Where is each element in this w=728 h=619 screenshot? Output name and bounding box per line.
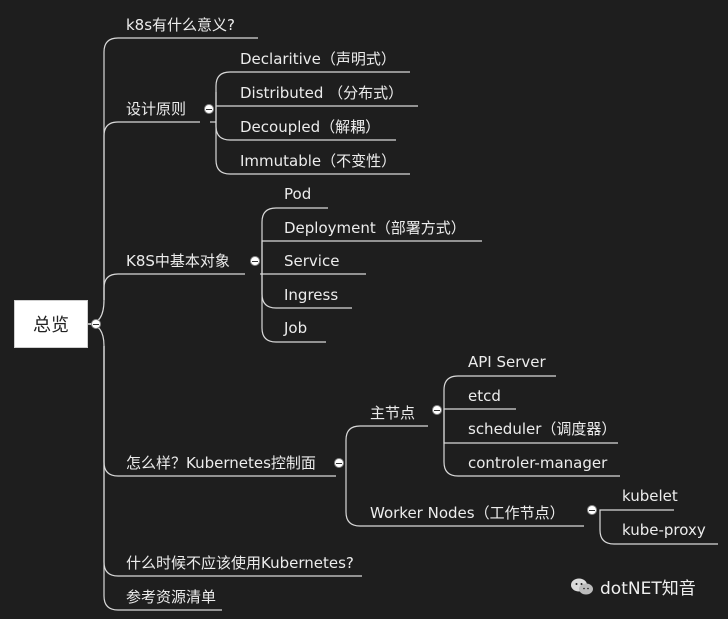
object-pod[interactable]: Pod [284,185,312,203]
worker-kube-proxy[interactable]: kube-proxy [622,521,706,539]
master-etcd[interactable]: etcd [468,387,501,405]
object-ingress[interactable]: Ingress [284,286,339,304]
worker-nodes-collapse-toggle[interactable] [587,505,597,515]
object-service[interactable]: Service [284,252,340,270]
control-plane-collapse-toggle[interactable] [334,458,344,468]
worker-kubelet[interactable]: kubelet [622,487,678,505]
branch-when-not-use[interactable]: 什么时候不应该使用Kubernetes? [126,554,354,572]
master-node-collapse-toggle[interactable] [432,405,442,415]
branch-basic-objects[interactable]: K8S中基本对象 [126,252,230,270]
root-collapse-toggle[interactable] [91,319,101,329]
wechat-icon [571,578,593,594]
branch-design-principles[interactable]: 设计原则 [126,100,187,118]
watermark: dotNET知音 [570,574,696,599]
master-scheduler[interactable]: scheduler（调度器） [468,420,617,438]
principle-distributed[interactable]: Distributed （分布式） [240,84,404,102]
principle-immutable[interactable]: Immutable（不变性） [240,152,397,170]
root-node[interactable]: 总览 [14,300,88,348]
master-controller-manager[interactable]: controler-manager [468,454,608,472]
branch-k8s-meaning[interactable]: k8s有什么意义? [126,16,236,34]
object-job[interactable]: Job [284,319,308,337]
principle-declarative[interactable]: Declaritive（声明式） [240,50,396,68]
basic-objects-collapse-toggle[interactable] [250,256,260,266]
master-node[interactable]: 主节点 [370,404,416,422]
worker-nodes[interactable]: Worker Nodes（工作节点） [370,504,565,522]
root-label: 总览 [33,315,69,336]
principle-decoupled[interactable]: Decoupled（解耦） [240,118,381,136]
master-api-server[interactable]: API Server [468,353,546,371]
design-principles-collapse-toggle[interactable] [204,104,214,114]
object-deployment[interactable]: Deployment（部署方式） [284,219,466,237]
watermark-text: dotNET知音 [600,579,696,599]
branch-control-plane[interactable]: 怎么样？Kubernetes控制面 [126,454,316,472]
branch-references[interactable]: 参考资源清单 [126,588,217,606]
